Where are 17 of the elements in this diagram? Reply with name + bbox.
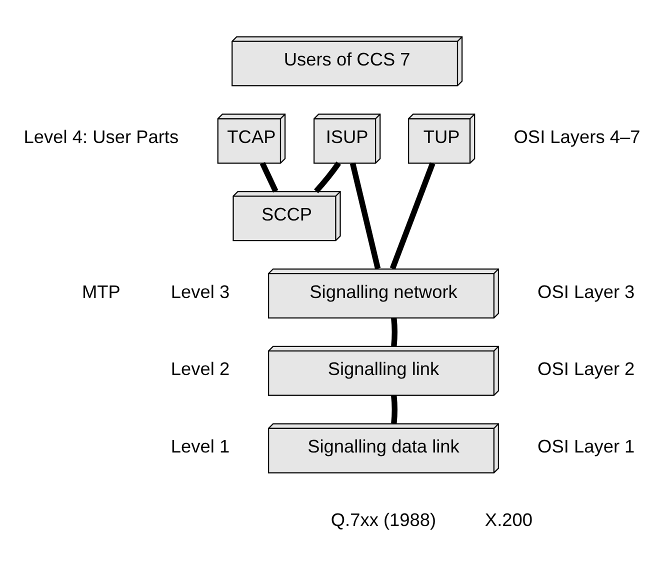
label: OSI Layer 3 [537, 282, 634, 302]
connector [389, 162, 435, 270]
label: Level 2 [170, 359, 230, 380]
connector [390, 395, 397, 424]
connector [349, 162, 380, 270]
label: Q.7xx (1988) [330, 510, 436, 530]
label: MTP [81, 282, 120, 302]
label: OSI Layer 2 [537, 359, 634, 380]
connector [313, 162, 340, 194]
label: OSI Layer 1 [537, 436, 634, 457]
label: Level 4: User Parts [23, 126, 178, 147]
connector [390, 318, 397, 346]
connector [259, 162, 278, 193]
label: X.200 [484, 510, 532, 530]
label: OSI Layers 4–7 [513, 126, 640, 147]
label: Level 1 [170, 436, 230, 457]
label: Level 3 [170, 282, 230, 302]
